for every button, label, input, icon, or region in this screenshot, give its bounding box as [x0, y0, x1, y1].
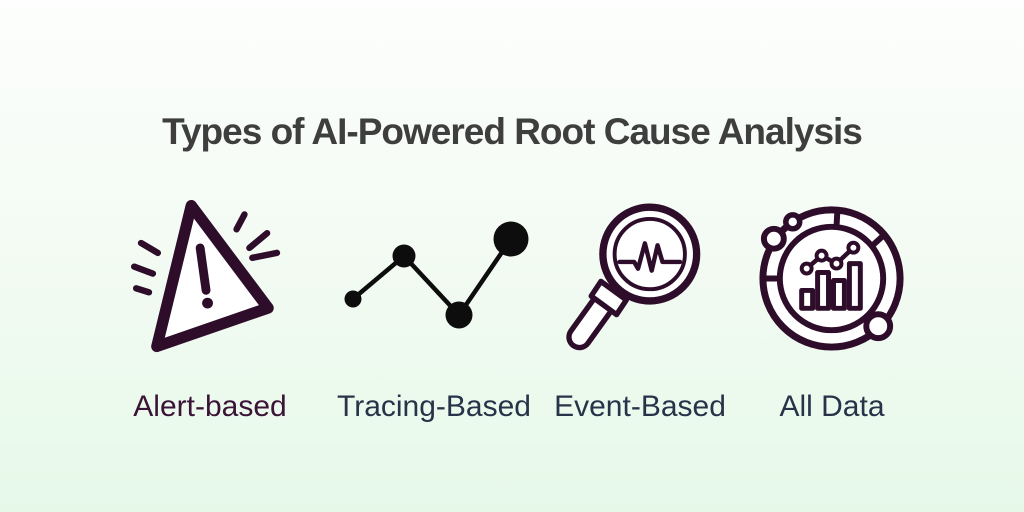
item-label: Event-Based — [554, 390, 726, 423]
item-all-data: All Data — [737, 172, 927, 432]
item-label: Tracing-Based — [337, 390, 531, 423]
trace-graph-dots-icon — [344, 221, 529, 329]
page-title: Types of AI-Powered Root Cause Analysis — [162, 110, 863, 152]
data-ring-chart-icon — [759, 206, 904, 351]
warning-triangle-icon — [131, 199, 281, 353]
item-label: Alert-based — [133, 390, 287, 423]
item-label: All Data — [779, 390, 885, 423]
magnifier-pulse-icon — [566, 203, 701, 351]
item-tracing-based: Tracing-Based — [324, 172, 544, 432]
item-event-based: Event-Based — [547, 172, 733, 432]
item-alert-based: Alert-based — [105, 172, 315, 432]
